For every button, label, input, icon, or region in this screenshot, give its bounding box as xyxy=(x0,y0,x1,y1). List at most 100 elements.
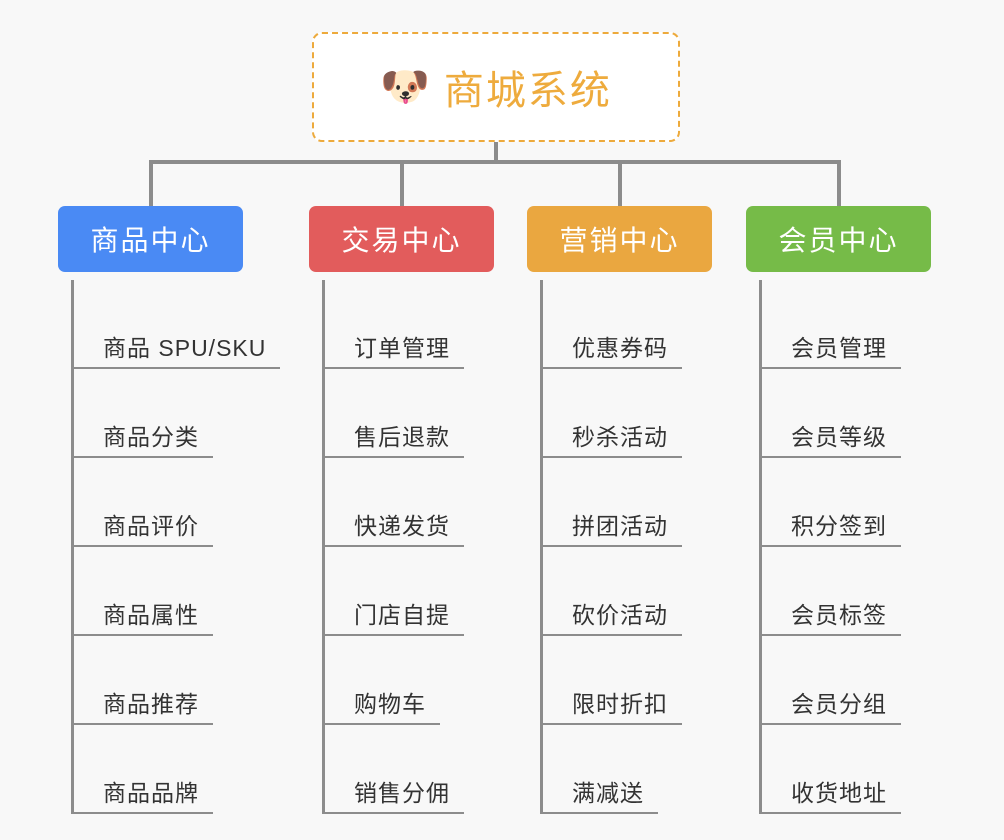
root-title: 商城系统 xyxy=(443,69,612,113)
leaf-item[interactable]: 积分签到 xyxy=(746,458,931,547)
branch-label: 交易中心 xyxy=(341,225,462,256)
leaf-underline xyxy=(71,367,280,369)
leaf-item[interactable]: 会员管理 xyxy=(746,280,931,369)
branch-header-marketing-center[interactable]: 营销中心 xyxy=(527,206,712,272)
branch-label: 商品中心 xyxy=(90,225,211,256)
connector-root-stem xyxy=(494,142,498,163)
dog-face-icon: 🐶 xyxy=(380,65,430,109)
leaf-item-label: 商品评价 xyxy=(103,513,199,539)
branch-label: 营销中心 xyxy=(559,225,680,256)
leaf-item-label: 快递发货 xyxy=(354,513,450,539)
leaf-item[interactable]: 秒杀活动 xyxy=(527,369,712,458)
leaf-item-label: 优惠券码 xyxy=(572,335,668,361)
connector-drop-trade-center xyxy=(399,160,404,206)
leaf-underline xyxy=(540,545,682,547)
leaf-underline xyxy=(71,634,213,636)
connector-drop-marketing-center xyxy=(617,160,622,206)
leaf-item[interactable]: 优惠券码 xyxy=(527,280,712,369)
leaf-underline xyxy=(322,367,464,369)
leaf-item-label: 商品分类 xyxy=(103,424,199,450)
leaf-underline xyxy=(759,634,901,636)
leaf-underline xyxy=(71,723,213,725)
leaf-underline xyxy=(71,812,213,814)
leaf-item-label: 商品推荐 xyxy=(103,691,199,717)
leaf-underline xyxy=(540,812,658,814)
leaf-item[interactable]: 会员标签 xyxy=(746,547,931,636)
leaf-item-label: 会员标签 xyxy=(791,602,887,628)
leaf-item[interactable]: 商品品牌 xyxy=(58,725,243,814)
leaf-item-label: 购物车 xyxy=(354,691,426,717)
leaf-item[interactable]: 购物车 xyxy=(309,636,494,725)
leaf-underline xyxy=(759,367,901,369)
leaf-list-product-center: 商品 SPU/SKU 商品分类商品评价商品属性商品推荐商品品牌 xyxy=(58,272,280,814)
leaf-underline xyxy=(540,723,682,725)
leaf-item[interactable]: 商品属性 xyxy=(58,547,243,636)
leaf-item-label: 会员管理 xyxy=(791,335,887,361)
leaf-underline xyxy=(759,723,901,725)
leaf-item-label: 销售分佣 xyxy=(354,780,450,806)
leaf-item-label: 商品品牌 xyxy=(103,780,199,806)
leaf-item[interactable]: 拼团活动 xyxy=(527,458,712,547)
leaf-item[interactable]: 订单管理 xyxy=(309,280,494,369)
leaf-underline xyxy=(322,723,440,725)
leaf-item[interactable]: 会员分组 xyxy=(746,636,931,725)
leaf-item-label: 门店自提 xyxy=(354,602,450,628)
leaf-underline xyxy=(322,545,464,547)
leaf-underline xyxy=(759,456,901,458)
leaf-item-label: 积分签到 xyxy=(791,513,887,539)
root-node[interactable]: 🐶 商城系统 xyxy=(312,32,680,142)
leaf-item-label: 订单管理 xyxy=(354,335,450,361)
leaf-item-label: 满减送 xyxy=(572,780,644,806)
connector-drop-member-center xyxy=(836,160,841,206)
leaf-item-label: 限时折扣 xyxy=(572,691,668,717)
leaf-item-label: 会员分组 xyxy=(791,691,887,717)
leaf-item-label: 商品 SPU/SKU xyxy=(103,335,267,361)
connector-drop-product-center xyxy=(148,160,153,206)
leaf-item[interactable]: 满减送 xyxy=(527,725,712,814)
leaf-list-trade-center: 订单管理售后退款快递发货门店自提购物车销售分佣 xyxy=(309,272,494,814)
branch-header-member-center[interactable]: 会员中心 xyxy=(746,206,931,272)
leaf-list-member-center: 会员管理会员等级积分签到会员标签会员分组收货地址 xyxy=(746,272,931,814)
leaf-item[interactable]: 商品评价 xyxy=(58,458,243,547)
leaf-item-label: 售后退款 xyxy=(354,424,450,450)
leaf-item-label: 收货地址 xyxy=(791,780,887,806)
branch-marketing-center: 营销中心优惠券码秒杀活动拼团活动砍价活动限时折扣满减送 xyxy=(527,206,712,814)
leaf-item[interactable]: 商品推荐 xyxy=(58,636,243,725)
branch-label: 会员中心 xyxy=(778,225,899,256)
leaf-item[interactable]: 限时折扣 xyxy=(527,636,712,725)
leaf-item-label: 商品属性 xyxy=(103,602,199,628)
leaf-item[interactable]: 收货地址 xyxy=(746,725,931,814)
leaf-item[interactable]: 快递发货 xyxy=(309,458,494,547)
leaf-item[interactable]: 门店自提 xyxy=(309,547,494,636)
connector-horizontal-bus xyxy=(150,160,840,164)
leaf-trunk xyxy=(759,280,762,814)
leaf-underline xyxy=(322,634,464,636)
leaf-item[interactable]: 砍价活动 xyxy=(527,547,712,636)
leaf-underline xyxy=(71,456,213,458)
leaf-trunk xyxy=(322,280,325,814)
leaf-underline xyxy=(71,545,213,547)
leaf-item[interactable]: 会员等级 xyxy=(746,369,931,458)
leaf-underline xyxy=(540,367,682,369)
branch-header-trade-center[interactable]: 交易中心 xyxy=(309,206,494,272)
leaf-underline xyxy=(322,812,464,814)
leaf-item[interactable]: 销售分佣 xyxy=(309,725,494,814)
leaf-underline xyxy=(322,456,464,458)
leaf-trunk xyxy=(540,280,543,814)
leaf-underline xyxy=(540,456,682,458)
leaf-item[interactable]: 售后退款 xyxy=(309,369,494,458)
leaf-list-marketing-center: 优惠券码秒杀活动拼团活动砍价活动限时折扣满减送 xyxy=(527,272,712,814)
leaf-item-label: 砍价活动 xyxy=(572,602,668,628)
leaf-underline xyxy=(540,634,682,636)
branch-header-product-center[interactable]: 商品中心 xyxy=(58,206,243,272)
leaf-item[interactable]: 商品分类 xyxy=(58,369,243,458)
branch-product-center: 商品中心商品 SPU/SKU 商品分类商品评价商品属性商品推荐商品品牌 xyxy=(58,206,280,814)
leaf-underline xyxy=(759,545,901,547)
leaf-item[interactable]: 商品 SPU/SKU xyxy=(58,280,280,369)
leaf-item-label: 拼团活动 xyxy=(572,513,668,539)
leaf-trunk xyxy=(71,280,74,814)
leaf-item-label: 会员等级 xyxy=(791,424,887,450)
leaf-underline xyxy=(759,812,901,814)
leaf-item-label: 秒杀活动 xyxy=(572,424,668,450)
